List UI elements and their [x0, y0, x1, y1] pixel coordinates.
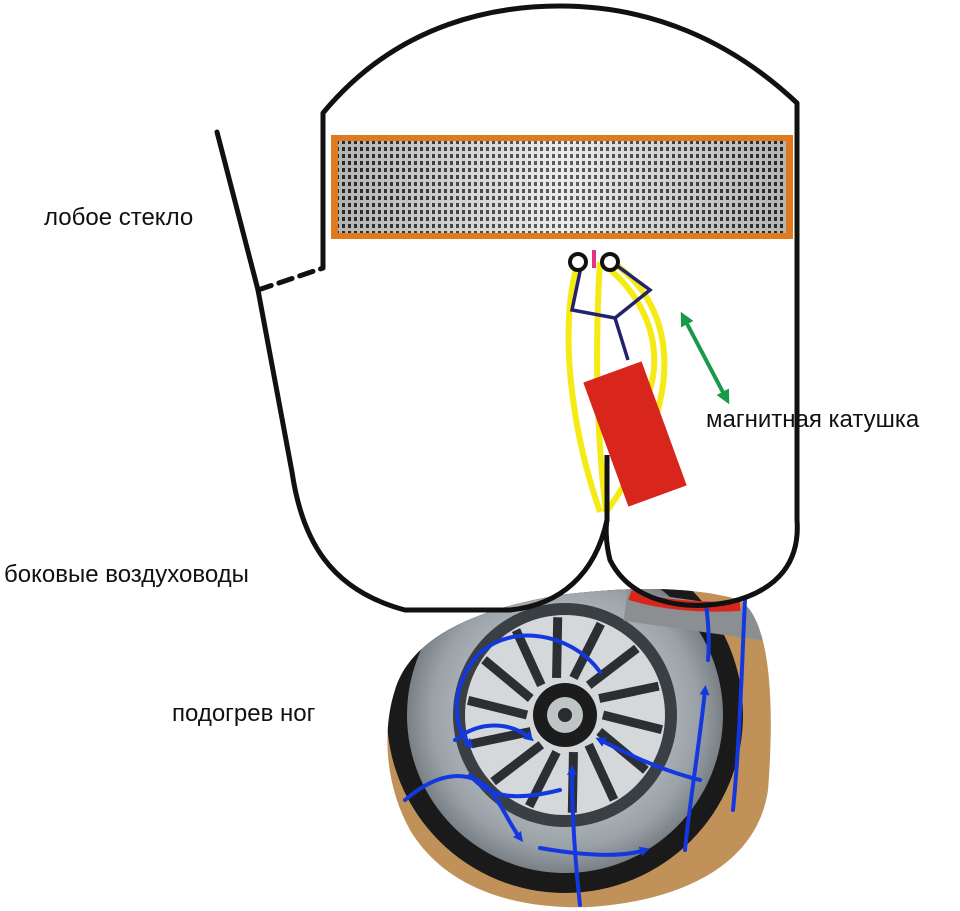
label-side-ducts: боковые воздуховоды	[4, 561, 249, 588]
airflow-arrow	[468, 773, 562, 799]
pivot-right	[600, 252, 620, 272]
heater-housing-outline	[214, 3, 800, 613]
airflow-arrow	[683, 685, 710, 852]
linkage-rods	[569, 260, 653, 361]
impeller-blade	[598, 681, 660, 703]
impeller-blade	[490, 741, 545, 786]
housing-left-lobe	[255, 287, 610, 613]
impeller-blade	[511, 628, 546, 688]
solenoid-coil-icon	[583, 361, 687, 507]
impeller-blade	[481, 656, 534, 702]
windshield-duct-dashed	[255, 265, 326, 293]
airflow-arrow	[453, 723, 534, 742]
label-foot-heating: подогрев ног	[172, 700, 316, 727]
blower-fan-photo	[387, 588, 771, 908]
airflow-arrow	[454, 633, 602, 749]
impeller-blade	[525, 750, 561, 809]
impeller-blade	[552, 617, 563, 679]
radiator-icon	[331, 135, 793, 239]
impeller-blade	[584, 742, 619, 802]
airflow-arrow	[595, 737, 702, 782]
label-magnetic-coil: магнитная катушка	[706, 406, 920, 433]
windshield-line	[214, 129, 261, 293]
airflow-arrow	[704, 602, 711, 662]
motion-double-arrow-icon	[680, 311, 730, 405]
pivot-left	[568, 252, 588, 272]
housing-top-right-wall	[320, 3, 800, 608]
label-windshield: лобое стекло	[44, 204, 194, 231]
yellow-flap-left	[565, 261, 603, 513]
airflow-arrow	[731, 598, 747, 812]
impeller-blade	[467, 695, 529, 720]
airflow-arrows	[403, 598, 747, 907]
airflow-arrow	[567, 765, 582, 907]
impeller-blade	[569, 621, 605, 680]
impeller-blades	[467, 617, 663, 813]
airflow-arrow	[538, 846, 650, 857]
impeller-blade	[601, 710, 663, 735]
impeller-blade	[585, 644, 640, 689]
